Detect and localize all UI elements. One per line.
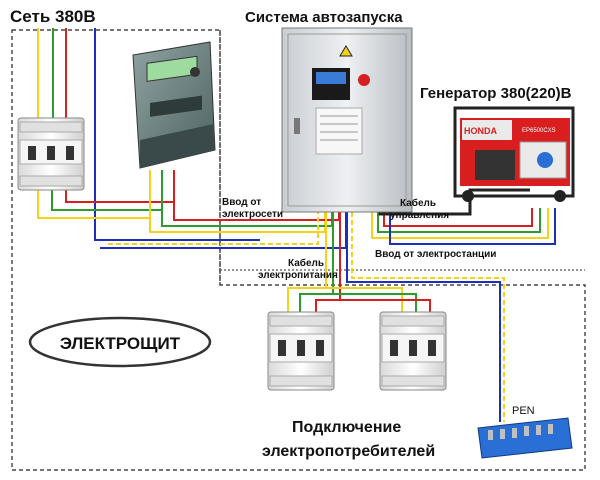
- generator-model: EP6500CXS: [522, 128, 556, 134]
- wire-bundle-consumers: [287, 212, 505, 422]
- wire-blue-in: [94, 28, 260, 241]
- generator-label: Генератор 380(220)В: [420, 85, 572, 102]
- switchboard-oval: [28, 316, 212, 368]
- input-grid-label-line1: Ввод от: [222, 197, 261, 208]
- power-cable-label-line2: электропитания: [258, 270, 338, 281]
- generator-socket: [537, 152, 553, 168]
- wire-bundle-generator: [371, 188, 556, 245]
- power-cable-label-line1: Кабель: [288, 257, 324, 269]
- generator-brand: HONDA: [464, 126, 497, 136]
- consumer-breaker-2: [379, 311, 447, 391]
- warning-icon: [339, 45, 353, 57]
- autostart-label: Система автозапуска: [245, 9, 403, 26]
- dashed-enclosure: [11, 29, 586, 471]
- autostart-cabinet: [281, 27, 413, 213]
- pen-busbar: [477, 417, 573, 459]
- control-cable-label-line2: управления: [390, 210, 449, 221]
- meter-display: [146, 55, 198, 82]
- network-breaker: [17, 117, 85, 191]
- pen-label: PEN: [512, 405, 535, 417]
- consumers-label-line1: Подключение: [292, 419, 401, 436]
- consumers-label-line2: электропотребителей: [262, 443, 435, 460]
- generator-wheel: [462, 190, 474, 202]
- electricity-meter: [132, 41, 216, 169]
- consumer-breaker-1: [267, 311, 335, 391]
- breaker-lever: [28, 146, 36, 160]
- input-grid-label-line2: электросети: [222, 209, 283, 220]
- input-station-label: Ввод от электростанции: [375, 249, 496, 260]
- breaker-lever: [47, 146, 55, 160]
- generator-wheel: [554, 190, 566, 202]
- control-cable: [378, 188, 530, 216]
- generator: [453, 106, 575, 202]
- control-cable-label-line1: Кабель: [400, 197, 436, 209]
- door-lock: [294, 118, 300, 134]
- switchboard-boundary: [11, 29, 586, 471]
- switchboard-label: ЭЛЕКТРОЩИТ: [60, 334, 181, 353]
- instruction-panel: [315, 107, 363, 155]
- breaker-lever: [66, 146, 74, 160]
- emergency-button: [358, 74, 370, 86]
- network-label: Сеть 380В: [10, 7, 96, 26]
